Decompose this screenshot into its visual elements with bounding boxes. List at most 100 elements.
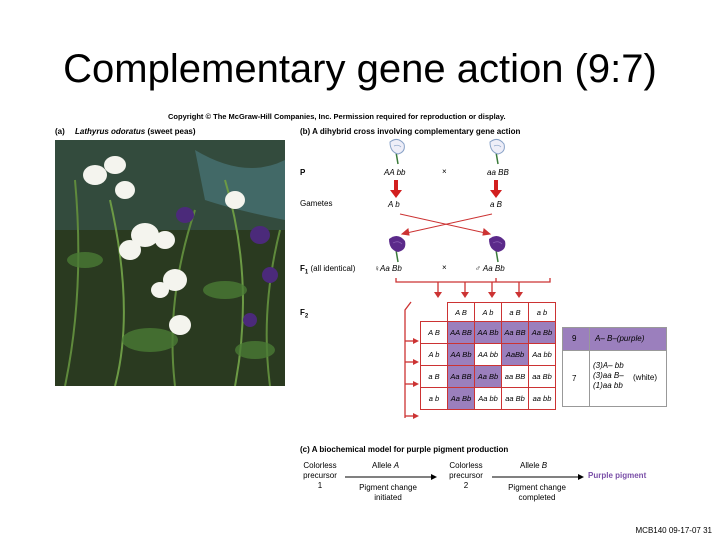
f2-letter: F	[300, 308, 305, 317]
panel-a-common-name: (sweet peas)	[147, 127, 196, 136]
red-arrow-icon	[390, 180, 402, 198]
gamete-cross-lines	[399, 213, 493, 236]
f1-subscript: 1	[304, 269, 309, 276]
purple-pigment-label: Purple pigment	[588, 471, 647, 480]
punnett-cell: AA bb	[474, 343, 502, 366]
punnett-cell: Aa bb	[528, 343, 556, 366]
allele-b-label: Allele B	[520, 461, 548, 470]
f1-generation-label: F1 (all identical)	[300, 264, 355, 276]
precursor-2-line: 2	[463, 481, 469, 490]
step-1-line: initiated	[374, 493, 402, 502]
pathway-arrow-icon	[345, 474, 437, 480]
f1-to-f2-arrows	[395, 278, 551, 293]
punnett-cell: Aa BB	[501, 321, 529, 344]
punnett-table: A B A b a B a b A B AA BB AA Bb Aa BB Aa…	[420, 302, 556, 410]
punnett-row-header: a B	[420, 365, 448, 388]
f1-letter: F	[300, 264, 305, 273]
sweet-pea-illustration	[55, 140, 285, 386]
step-1-line: Pigment change	[359, 483, 417, 492]
white-flower-icon	[389, 138, 405, 165]
pathway-arrow-icon	[492, 474, 584, 480]
punnett-cell: Aa Bb	[447, 387, 475, 410]
ratio-white-label: (white)	[633, 373, 658, 382]
ratio-white-line: (1)aa bb	[593, 381, 623, 390]
punnett-cell: aa BB	[501, 365, 529, 388]
punnett-header-row: A B A b a B a b	[420, 302, 556, 322]
step-2-note: Pigment change completed	[500, 483, 574, 503]
panel-a-letter: (a)	[55, 127, 65, 136]
ratio-purple-count: 9	[572, 334, 577, 343]
punnett-corner	[420, 302, 448, 322]
punnett-cell: Aa BB	[447, 365, 475, 388]
ratio-purple-row	[563, 328, 666, 351]
precursor-1-line: precursor	[303, 471, 337, 480]
punnett-cell: AaBb	[501, 343, 529, 366]
punnett-row-header: A b	[420, 343, 448, 366]
punnett-cell: AA Bb	[474, 321, 502, 344]
row-feed-arrows	[404, 301, 419, 419]
ratio-white-line: (3)aa B–	[593, 371, 624, 380]
precursor-1-line: 1	[317, 481, 323, 490]
cross-symbol-f1: ×	[442, 263, 447, 272]
p-parent-1-genotype: AA bb	[384, 168, 406, 177]
slide-title: Complementary gene action (9:7)	[63, 47, 657, 91]
cross-symbol: ×	[442, 167, 447, 176]
precursor-1-line: Colorless	[303, 461, 337, 470]
gamete-2: a B	[490, 200, 503, 209]
purple-flower-icon	[389, 235, 406, 263]
precursor-1: Colorless precursor 1	[300, 461, 340, 491]
panel-a-label: (a) Lathyrus odoratus (sweet peas)	[55, 127, 196, 136]
gamete-1: A b	[388, 200, 400, 209]
punnett-cell: AA Bb	[447, 343, 475, 366]
step-2-line: completed	[518, 493, 556, 502]
punnett-cell: Aa bb	[474, 387, 502, 410]
slide-footer: MCB140 09-17-07 31	[635, 526, 713, 535]
punnett-row: A b AA Bb AA bb AaBb Aa bb	[420, 343, 556, 366]
f1-note: (all identical)	[310, 264, 356, 273]
precursor-2-line: precursor	[449, 471, 483, 480]
punnett-row-header: a b	[420, 387, 448, 410]
punnett-row-header: A B	[420, 321, 448, 344]
punnett-row: a B Aa BB Aa Bb aa BB aa Bb	[420, 365, 556, 388]
punnett-row: a b Aa Bb Aa bb aa Bb aa bb	[420, 387, 556, 410]
precursor-2-line: Colorless	[449, 461, 483, 470]
allele-a-label: Allele A	[372, 461, 400, 470]
gametes-label: Gametes	[300, 199, 333, 208]
p-generation-label: P	[300, 168, 306, 177]
f1-female-genotype: ♀Aa Bb	[374, 264, 402, 273]
p-parent-2-genotype: aa BB	[487, 168, 509, 177]
red-arrow-icon	[490, 180, 502, 198]
sweet-pea-photo	[55, 140, 285, 386]
copyright-notice: Copyright © The McGraw-Hill Companies, I…	[168, 112, 506, 121]
punnett-cell: aa Bb	[528, 365, 556, 388]
ratio-white-line: (3)A– bb	[593, 361, 624, 370]
step-2-line: Pigment change	[508, 483, 566, 492]
punnett-row: A B AA BB AA Bb Aa BB Aa Bb	[420, 321, 556, 344]
panel-c-heading: (c) A biochemical model for purple pigme…	[300, 445, 509, 454]
panel-a-species: Lathyrus odoratus	[75, 127, 146, 136]
punnett-cell: Aa Bb	[474, 365, 502, 388]
phenotype-ratio-table: 9 A– B–(purple) 7 (3)A– bb (3)aa B– (1)a…	[562, 327, 667, 407]
ratio-purple-label: A– B–(purple)	[595, 334, 645, 343]
f2-generation-label: F2	[300, 308, 308, 320]
step-1-note: Pigment change initiated	[352, 483, 424, 503]
punnett-cell: aa Bb	[501, 387, 529, 410]
f1-male-genotype: ♂ Aa Bb	[475, 264, 505, 273]
punnett-cell: AA BB	[447, 321, 475, 344]
punnett-col-header: A b	[474, 302, 502, 322]
f2-subscript: 2	[304, 313, 309, 320]
ratio-divider	[589, 328, 590, 406]
f2-arrowheads	[434, 292, 523, 298]
punnett-col-header: a b	[528, 302, 556, 322]
punnett-cell: aa bb	[528, 387, 556, 410]
punnett-col-header: a B	[501, 302, 529, 322]
ratio-white-count: 7	[572, 374, 577, 383]
purple-flower-icon	[489, 235, 506, 263]
punnett-square: A B A b a B a b A B AA BB AA Bb Aa BB Aa…	[420, 302, 556, 410]
white-flower-icon	[489, 138, 505, 165]
punnett-cell: Aa Bb	[528, 321, 556, 344]
cross-diagram-graphics	[389, 138, 551, 298]
punnett-col-header: A B	[447, 302, 475, 322]
precursor-2: Colorless precursor 2	[446, 461, 486, 491]
panel-b-heading: (b) A dihybrid cross involving complemen…	[300, 127, 521, 136]
